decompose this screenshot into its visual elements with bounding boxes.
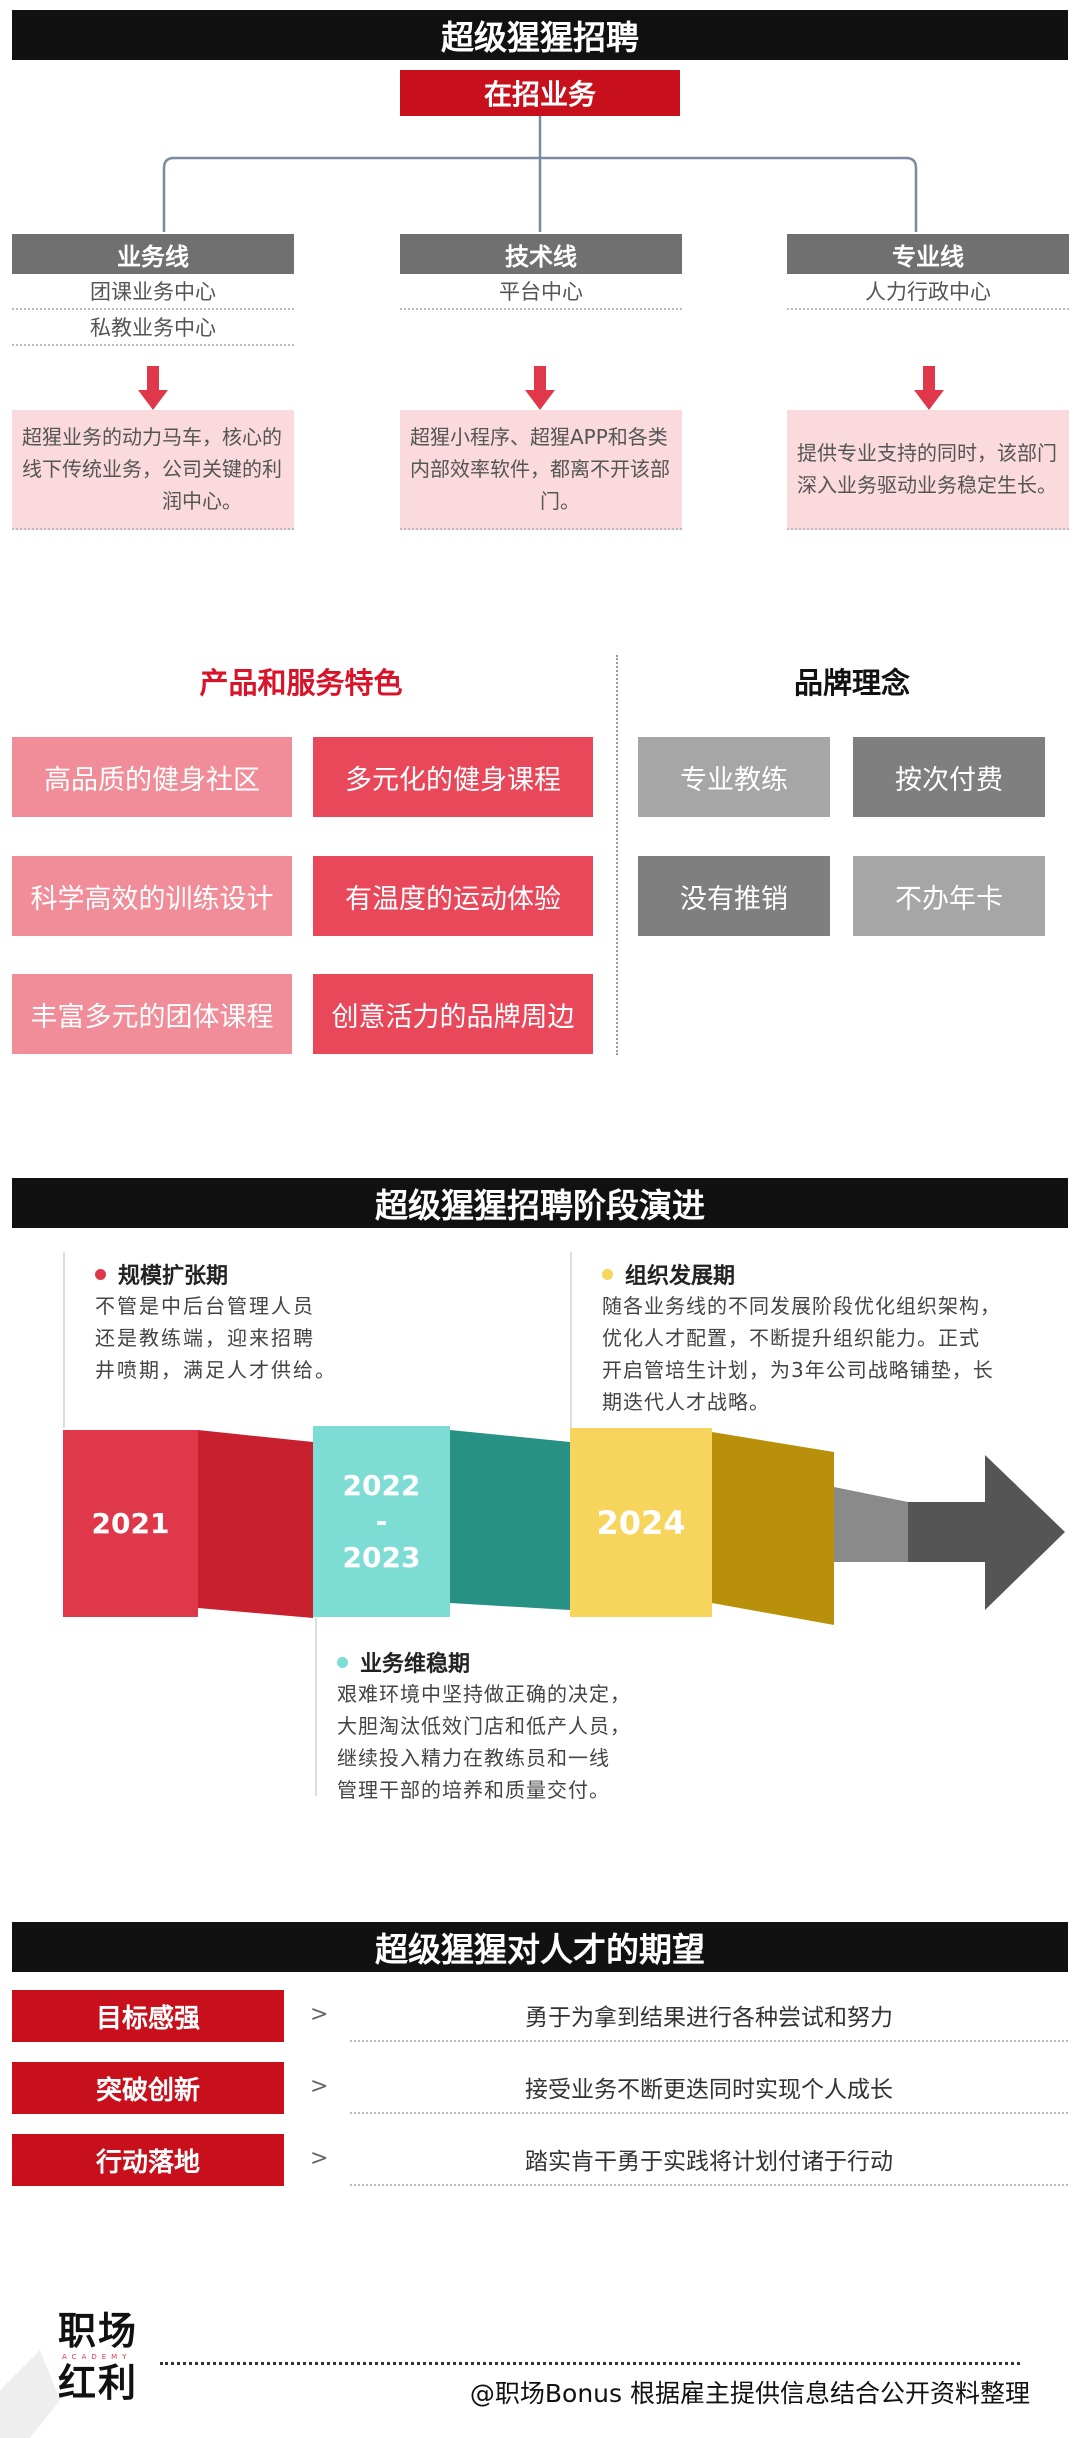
phase-title-text: 业务维稳期: [360, 1652, 471, 1677]
phase-line: 管理干部的培养和质量交付。: [337, 1778, 610, 1802]
chevron-right-icon: >: [310, 2146, 329, 2171]
phase-line: 随各业务线的不同发展阶段优化组织架构，: [602, 1294, 1001, 1318]
year-label: 2022 - 2023: [313, 1426, 450, 1617]
phase-line: 优化人才配置，不断提升组织能力。正式: [602, 1326, 980, 1350]
chevron-right-icon: >: [310, 2074, 329, 2099]
org-connector-lines: [162, 116, 918, 232]
expectation-label: 目标感强: [12, 1990, 284, 2042]
brand-tile: 专业教练: [638, 737, 830, 817]
description-line: 门。: [540, 489, 580, 513]
footer-credit: @职场Bonus 根据雇主提供信息结合公开资料整理: [469, 2379, 1030, 2408]
year-label: 2021: [63, 1430, 198, 1617]
year-text: 2022: [342, 1468, 421, 1502]
footer-logo: 职场 ACADEMY 红利: [58, 2310, 158, 2404]
phase-dot: [337, 1656, 348, 1668]
phase-line: 还是教练端，迎来招聘: [95, 1326, 315, 1350]
description-line: 超猩业务的动力马车，核心的: [22, 425, 282, 449]
expectation-label: 行动落地: [12, 2134, 284, 2186]
phase-line: 艰难环境中坚持做正确的决定，: [337, 1682, 631, 1706]
phase-title: 业务维稳期: [337, 1646, 470, 1678]
timeline-ribbon: [63, 1426, 1065, 1625]
phase-line: 井喷期，满足人才供给。: [95, 1358, 337, 1382]
business-line-item: 团课业务中心: [12, 274, 294, 310]
year-text: 2021: [91, 1507, 170, 1540]
expectation-text: 接受业务不断更迭同时实现个人成长: [350, 2062, 1068, 2114]
phase-dot: [95, 1268, 106, 1280]
brand-tile: 不办年卡: [853, 856, 1045, 936]
section-divider: [616, 655, 618, 1055]
business-line-description: 超猩业务的动力马车，核心的 线下传统业务，公司关键的利 润中心。: [12, 410, 294, 530]
phase-title-text: 规模扩张期: [118, 1264, 229, 1289]
logo-text-mid: ACADEMY: [62, 2353, 132, 2361]
description-line: 提供专业支持的同时，该部门: [797, 441, 1057, 465]
feature-tile: 有温度的运动体验: [313, 856, 593, 936]
footer-divider: [160, 2362, 1020, 2365]
feature-tile: 高品质的健身社区: [12, 737, 292, 817]
phase-description: 艰难环境中坚持做正确的决定， 大胆淘汰低效门店和低产人员， 继续投入精力在教练员…: [337, 1678, 631, 1806]
features-title: 产品和服务特色: [199, 666, 403, 700]
expectation-text: 勇于为拿到结果进行各种尝试和努力: [350, 1990, 1068, 2042]
feature-tile: 科学高效的训练设计: [12, 856, 292, 936]
phase-title: 组织发展期: [602, 1258, 735, 1290]
description-line: 内部效率软件，都离不开该部: [410, 457, 670, 481]
phase-guide-line: [315, 1618, 317, 1796]
description-line: 深入业务驱动业务稳定生长。: [797, 473, 1057, 497]
feature-tile: 多元化的健身课程: [313, 737, 593, 817]
year-label: 2024: [570, 1428, 712, 1617]
phase-guide-line: [63, 1252, 65, 1428]
description-line: 润中心。: [162, 489, 242, 513]
down-arrow-icon: [138, 366, 168, 410]
down-arrow-icon: [914, 366, 944, 410]
phase-title: 规模扩张期: [95, 1258, 228, 1290]
phase-dot: [602, 1268, 613, 1280]
logo-text-top: 职场: [58, 2309, 139, 2353]
expectation-text: 踏实肯干勇于实践将计划付诸于行动: [350, 2134, 1068, 2186]
description-line: 线下传统业务，公司关键的利: [22, 457, 282, 481]
year-text: 2024: [596, 1503, 686, 1542]
professional-line-item: 人力行政中心: [787, 274, 1069, 310]
phase-line: 开启管培生计划，为3年公司战略铺垫，长: [602, 1358, 994, 1382]
phase-line: 期迭代人才战略。: [602, 1390, 770, 1414]
tech-line-header: 技术线: [400, 234, 682, 274]
feature-tile: 丰富多元的团体课程: [12, 974, 292, 1054]
expectation-label: 突破创新: [12, 2062, 284, 2114]
description-line: 超猩小程序、超猩APP和各类: [410, 425, 668, 449]
feature-tile: 创意活力的品牌周边: [313, 974, 593, 1054]
business-line-header: 业务线: [12, 234, 294, 274]
brand-tile: 没有推销: [638, 856, 830, 936]
tech-line-item: 平台中心: [400, 274, 682, 310]
phase-line: 大胆淘汰低效门店和低产人员，: [337, 1714, 631, 1738]
tech-line-description: 超猩小程序、超猩APP和各类 内部效率软件，都离不开该部 门。: [400, 410, 682, 530]
logo-text-bottom: 红利: [58, 2361, 139, 2405]
phase-description: 不管是中后台管理人员 还是教练端，迎来招聘 井喷期，满足人才供给。: [95, 1290, 337, 1386]
phase-line: 不管是中后台管理人员: [95, 1294, 315, 1318]
expectations-title: 超级猩猩对人才的期望: [12, 1922, 1068, 1972]
down-arrow-icon: [525, 366, 555, 410]
year-text: 2023: [342, 1540, 421, 1574]
business-line-item: 私教业务中心: [12, 310, 294, 346]
year-text: -: [375, 1504, 388, 1538]
phase-line: 继续投入精力在教练员和一线: [337, 1746, 610, 1770]
recruiting-business-label: 在招业务: [400, 70, 680, 116]
timeline-title: 超级猩猩招聘阶段演进: [12, 1178, 1068, 1228]
logo-backdrop: [0, 2350, 60, 2438]
page-title: 超级猩猩招聘: [12, 10, 1068, 60]
chevron-right-icon: >: [310, 2002, 329, 2027]
brand-title: 品牌理念: [793, 666, 910, 700]
professional-line-description: 提供专业支持的同时，该部门 深入业务驱动业务稳定生长。: [787, 410, 1069, 530]
professional-line-header: 专业线: [787, 234, 1069, 274]
phase-description: 随各业务线的不同发展阶段优化组织架构， 优化人才配置，不断提升组织能力。正式 开…: [602, 1290, 1001, 1418]
phase-title-text: 组织发展期: [625, 1264, 736, 1289]
phase-guide-line: [570, 1252, 572, 1428]
brand-tile: 按次付费: [853, 737, 1045, 817]
